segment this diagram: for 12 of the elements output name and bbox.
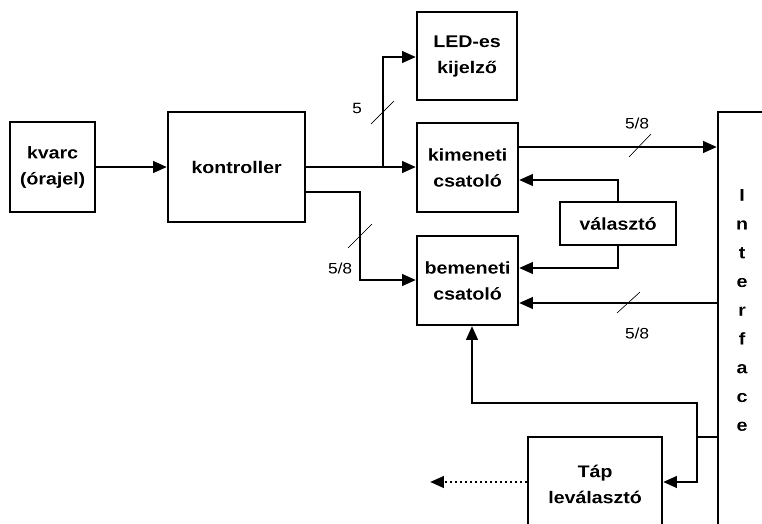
edge-label: 5/8 <box>327 261 353 274</box>
edge-label: 5 <box>351 102 363 114</box>
block-box: LED-es kijelző <box>416 11 518 101</box>
block-box: Táp leválasztó <box>527 436 663 524</box>
edge-label: 5/8 <box>624 116 650 130</box>
block-box: választó <box>559 201 677 246</box>
block-box: bemeneti csatoló <box>416 235 519 326</box>
edge-label: 5/8 <box>624 326 650 340</box>
block-box: kimeneti csatoló <box>416 122 519 213</box>
block-box: kontroller <box>167 111 306 223</box>
block-box: Interface <box>717 111 762 524</box>
block-box: kvarc (órajel) <box>9 121 96 213</box>
